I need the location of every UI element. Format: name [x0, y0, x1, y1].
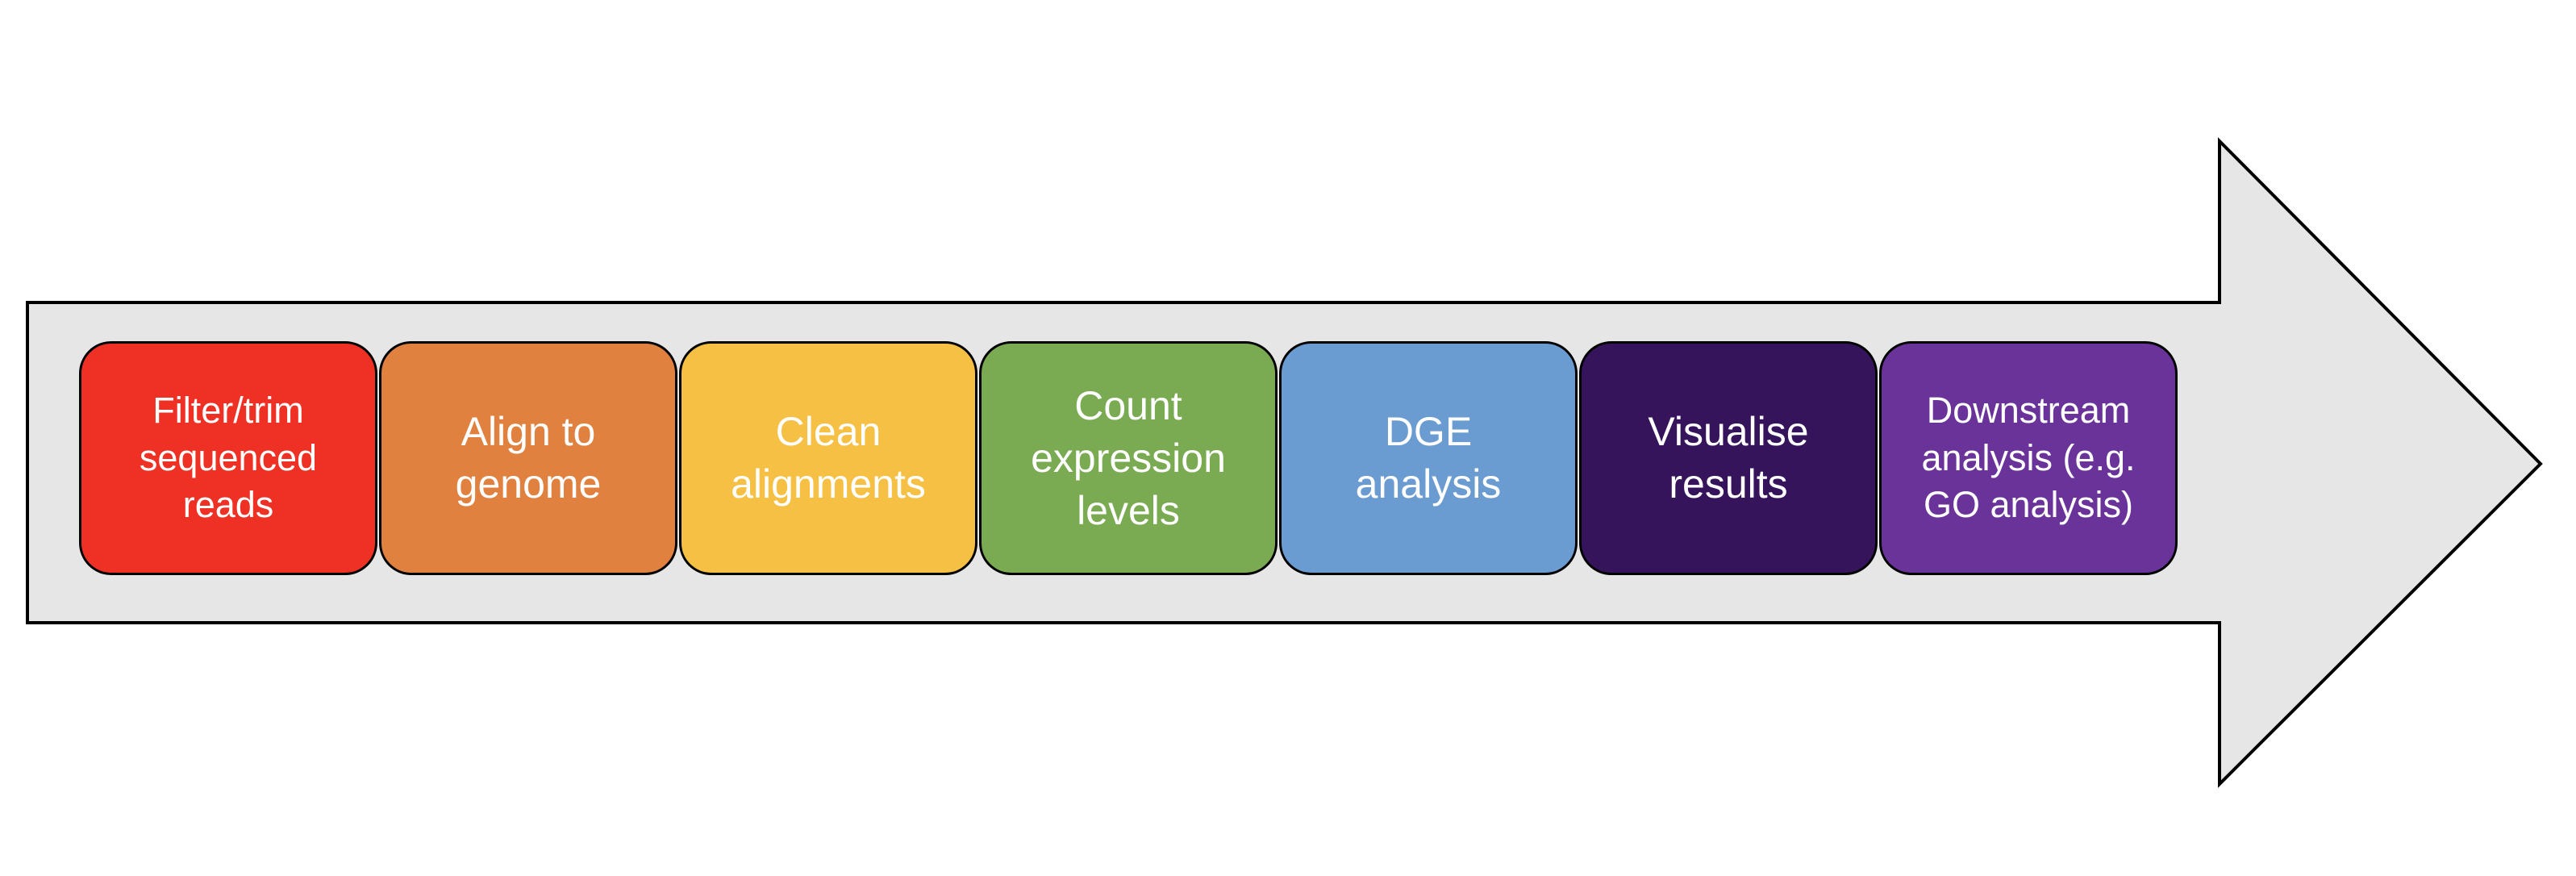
step-clean-alignments: Clean alignments	[679, 341, 977, 575]
step-label: Downstream analysis (e.g. GO analysis)	[1921, 390, 2136, 526]
step-label: DGE analysis	[1355, 409, 1502, 507]
step-label: Count expression levels	[1031, 382, 1226, 533]
step-align-to-genome: Align to genome	[379, 341, 677, 575]
step-count-expression-levels: Count expression levels	[979, 341, 1278, 575]
step-visualise-results: Visualise results	[1579, 341, 1878, 575]
step-label: Visualise results	[1648, 409, 1809, 507]
step-dge-analysis: DGE analysis	[1279, 341, 1578, 575]
step-label: Filter/trim sequenced reads	[139, 390, 318, 526]
step-label: Clean alignments	[731, 409, 926, 507]
step-label: Align to genome	[455, 409, 602, 507]
step-filter-trim-reads: Filter/trim sequenced reads	[79, 341, 377, 575]
step-downstream-analysis: Downstream analysis (e.g. GO analysis)	[1879, 341, 2178, 575]
